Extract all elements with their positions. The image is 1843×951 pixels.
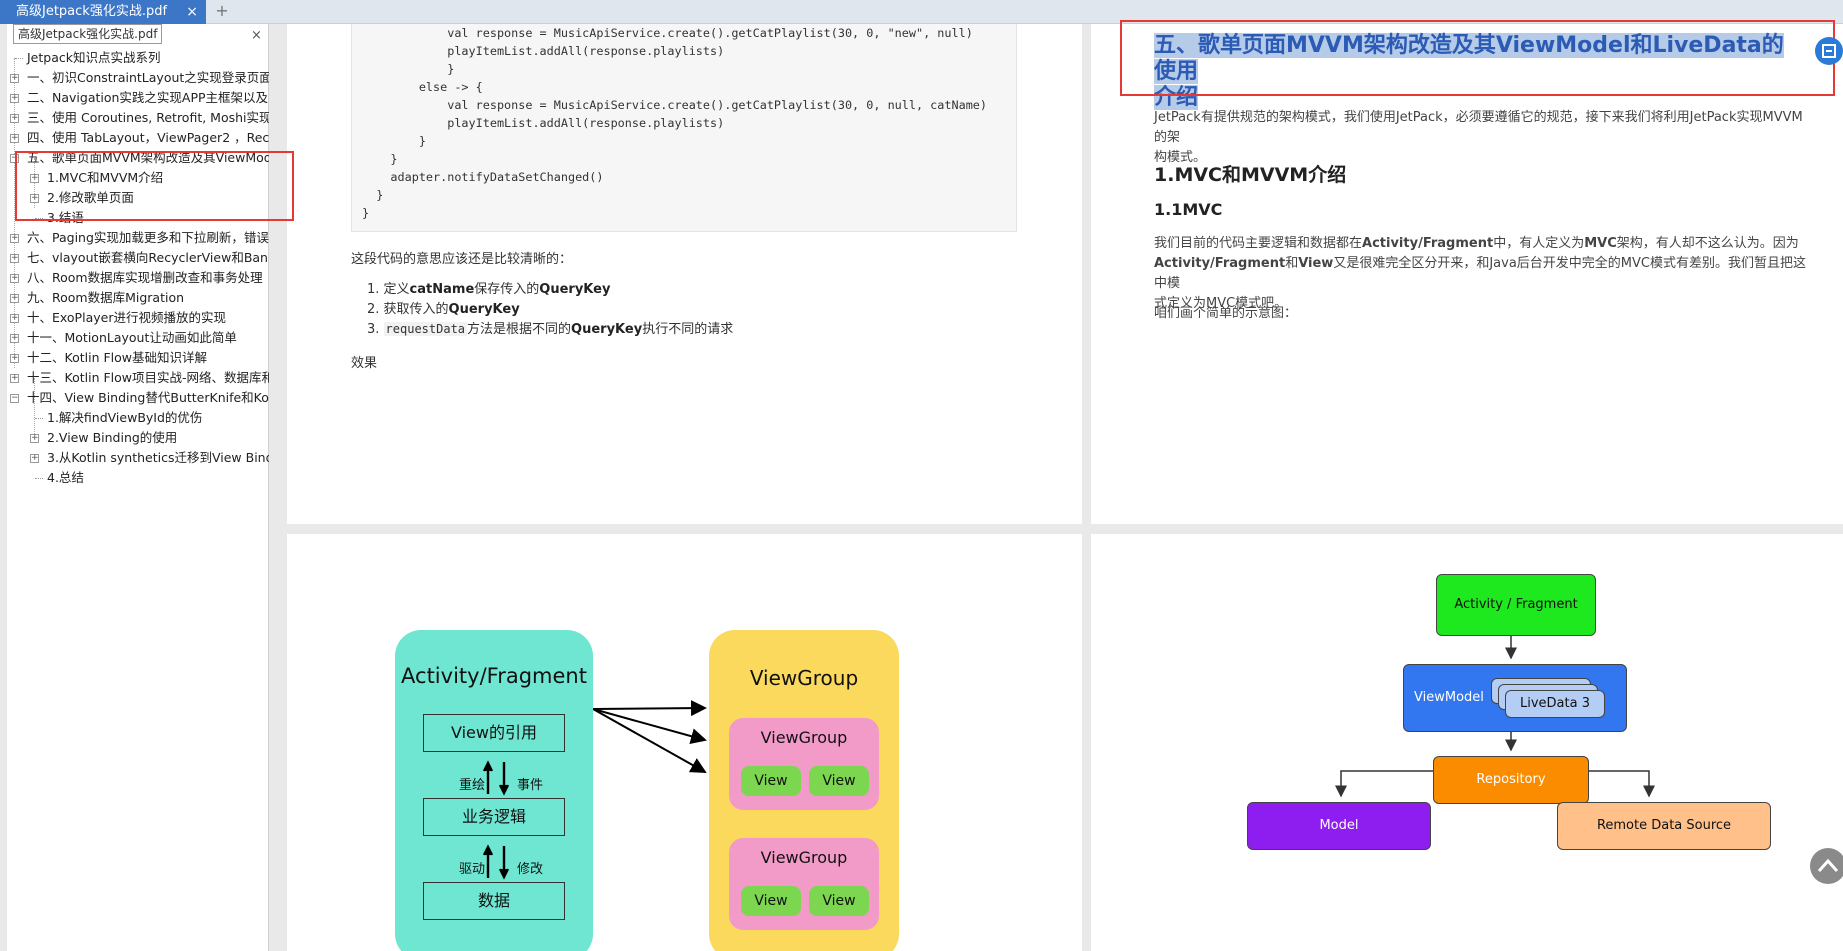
toc-item[interactable]: +十、ExoPlayer进行视频播放的实现: [10, 310, 226, 325]
paragraph: 效果: [351, 356, 378, 371]
modify-label: 修改: [517, 862, 544, 877]
intro-paragraph: JetPack有提供规范的架构模式，我们使用JetPack，必须要遵循它的规范，…: [1154, 110, 1803, 165]
model-node: Model: [1247, 802, 1431, 850]
activity-fragment-node: Activity / Fragment: [1436, 574, 1596, 636]
remote-data-source-node: Remote Data Source: [1557, 802, 1771, 850]
pdf-page: val response = MusicApiService.create().…: [287, 24, 1082, 524]
code-block: val response = MusicApiService.create().…: [351, 24, 1017, 232]
view-ref-box: View的引用: [423, 714, 565, 752]
section-heading: 1.MVC和MVVM介绍: [1154, 164, 1347, 186]
toc-item[interactable]: +二、Navigation实践之实现APP主框架以及N: [10, 90, 269, 105]
document-tab[interactable]: 高级Jetpack强化实战.pdf ×: [0, 0, 206, 24]
viewgroup-card: ViewGroup ViewGroup View View ViewGroup …: [709, 630, 899, 951]
reference-arrows-icon: [593, 700, 707, 773]
activity-fragment-card: Activity/Fragment View的引用 重绘 事件 业务逻辑 驱动 …: [395, 630, 593, 951]
card-title: ViewGroup: [749, 666, 859, 690]
toc-item[interactable]: +1.MVC和MVVM介绍: [30, 170, 164, 185]
chevron-up-icon: [1817, 858, 1839, 873]
bookmark-sidebar: × Jetpack知识点实战系列 +一、初识ConstraintLayout之实…: [7, 24, 269, 951]
toc-item[interactable]: +2.修改歌单页面: [30, 190, 134, 205]
toc-item[interactable]: +四、使用 TabLayout，ViewPager2 ，Recy: [10, 130, 269, 145]
toc-item[interactable]: −十四、View Binding替代ButterKnife和Kotli: [10, 390, 269, 405]
event-label: 事件: [517, 778, 544, 793]
translate-icon[interactable]: [1815, 37, 1843, 65]
view-box: View: [809, 886, 869, 916]
view-box: View: [809, 766, 869, 796]
view-box: View: [741, 886, 801, 916]
pdf-page: Activity / Fragment ViewModel LiveData 3…: [1091, 534, 1843, 951]
viewgroup-box: ViewGroup View View: [729, 838, 879, 930]
toc-item[interactable]: +十三、Kotlin Flow项目实战-网络、数据库和: [10, 370, 269, 385]
toc-item[interactable]: +九、Room数据库Migration: [10, 290, 185, 305]
toc-item[interactable]: 3.结语: [7, 208, 269, 228]
viewgroup-label: ViewGroup: [760, 728, 848, 747]
livedata-node: LiveData 3: [1505, 690, 1605, 718]
subsection-heading: 1.1MVC: [1154, 200, 1223, 219]
redraw-label: 重绘: [459, 778, 486, 793]
selected-heading[interactable]: 五、歌单页面MVVM架构改造及其ViewModel和LiveData的使用介绍: [1154, 33, 1784, 110]
toc-item[interactable]: Jetpack知识点实战系列: [7, 48, 269, 68]
pdf-viewer: val response = MusicApiService.create().…: [275, 24, 1843, 951]
toc-item[interactable]: 1.解决findViewById的优伤: [7, 408, 269, 428]
new-tab-button[interactable]: +: [215, 1, 229, 20]
logic-box: 业务逻辑: [423, 798, 565, 836]
bookmark-tree: Jetpack知识点实战系列 +一、初识ConstraintLayout之实现登…: [7, 48, 269, 488]
toc-item[interactable]: +3.从Kotlin synthetics迁移到View Bindin: [30, 450, 269, 465]
toc-item[interactable]: +六、Paging实现加载更多和下拉刷新，错误后: [10, 230, 269, 245]
toc-item[interactable]: +十一、MotionLayout让动画如此简单: [10, 330, 237, 345]
view-box: View: [741, 766, 801, 796]
paragraph: 这段代码的意思应该还是比较清晰的：: [351, 252, 573, 267]
drive-label: 驱动: [459, 862, 486, 877]
heading-highlight-box: [1120, 20, 1835, 96]
close-tab-icon[interactable]: ×: [186, 4, 198, 20]
card-title: Activity/Fragment: [401, 664, 587, 688]
toc-item[interactable]: +2.View Binding的使用: [30, 430, 178, 445]
sidebar-highlight-box: [15, 151, 294, 221]
pdf-page: Activity/Fragment View的引用 重绘 事件 业务逻辑 驱动 …: [287, 534, 1082, 951]
toc-item[interactable]: −五、歌单页面MVVM架构改造及其ViewModel: [10, 150, 269, 165]
viewgroup-box: ViewGroup View View: [729, 718, 879, 810]
tab-tooltip: 高级Jetpack强化实战.pdf: [13, 24, 163, 44]
pdf-page: 五、歌单页面MVVM架构改造及其ViewModel和LiveData的使用介绍 …: [1091, 24, 1843, 524]
diagram-connectors: [1335, 636, 1655, 798]
paragraph: 咱们画个简单的示意图：: [1154, 306, 1298, 321]
list-item: 1. 定义catName保存传入的QueryKey: [367, 282, 611, 297]
scroll-to-top-button[interactable]: [1810, 848, 1843, 884]
viewgroup-label: ViewGroup: [760, 848, 848, 867]
tab-title: 高级Jetpack强化实战.pdf: [16, 4, 168, 19]
tab-bar: 高级Jetpack强化实战.pdf × +: [0, 0, 1843, 24]
toc-item[interactable]: +三、使用 Coroutines, Retrofit, Moshi实现网: [10, 110, 269, 125]
close-sidebar-icon[interactable]: ×: [251, 28, 262, 43]
data-box: 数据: [423, 882, 565, 920]
updown-arrows-icon: [483, 760, 510, 796]
toc-item[interactable]: +十二、Kotlin Flow基础知识详解: [10, 350, 207, 365]
toc-item[interactable]: +七、vlayout嵌套横向RecyclerView和Banne: [10, 250, 269, 265]
updown-arrows-icon: [483, 844, 510, 880]
toc-item[interactable]: +八、Room数据库实现增删改查和事务处理: [10, 270, 263, 285]
list-item: 2. 获取传入的QueryKey: [367, 302, 520, 317]
toc-item[interactable]: 4.总结: [7, 468, 269, 488]
paragraph: 我们目前的代码主要逻辑和数据都在Activity/Fragment中，有人定义为…: [1154, 236, 1806, 311]
repository-node: Repository: [1433, 756, 1589, 804]
toc-item[interactable]: +一、初识ConstraintLayout之实现登录页面: [10, 70, 269, 85]
